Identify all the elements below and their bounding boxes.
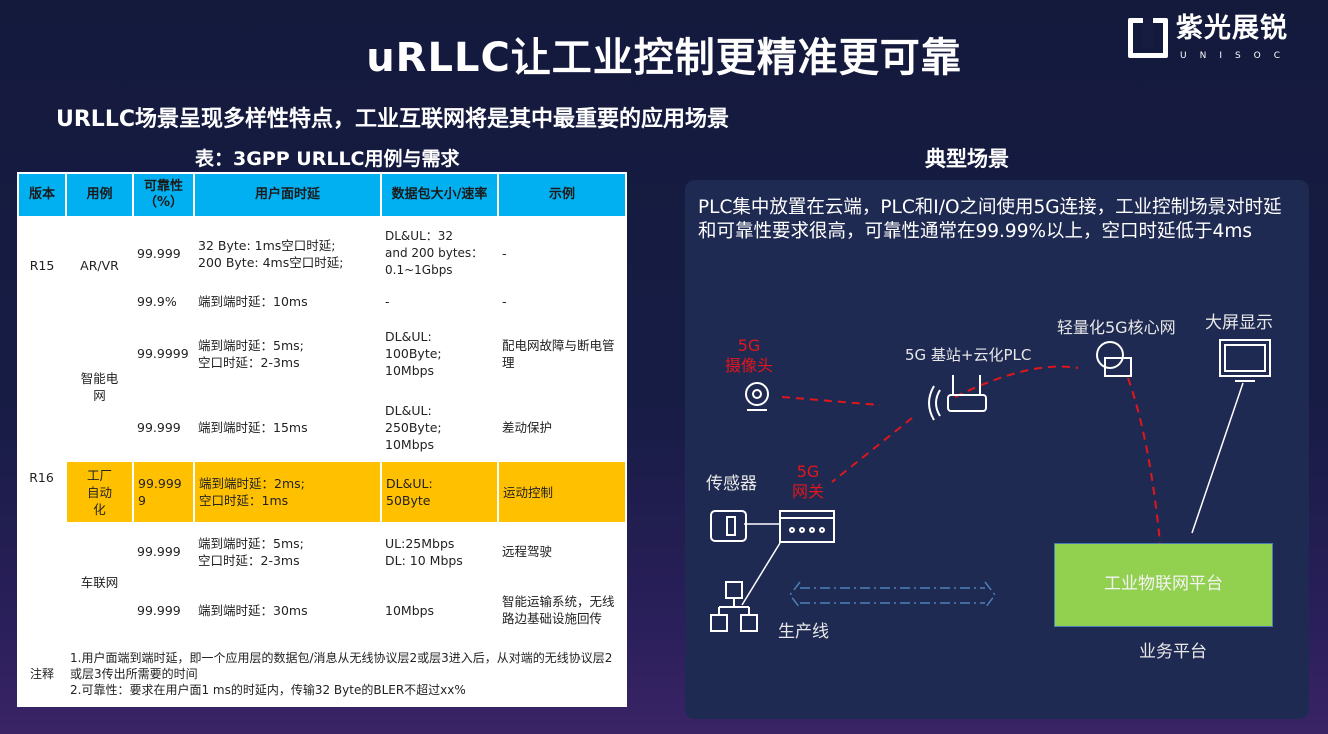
use-case-cell: 车联网 <box>80 575 119 590</box>
display-icon <box>1219 339 1271 382</box>
latency-cell: 32 Byte: 1ms空口时延; 200 Byte: 4ms空口时延; <box>198 237 344 270</box>
gateway-label: 5G 网关 <box>792 462 825 501</box>
reliability-cell: 99.9999 <box>132 460 195 524</box>
logo-text-en: UNISOC <box>1180 51 1294 61</box>
use-case-cell: 智能电网 <box>80 370 119 403</box>
sensor-label: 传感器 <box>706 474 757 494</box>
reliability-cell: 99.9% <box>137 293 177 309</box>
latency-cell: 端到端时延：5ms; 空口时延：2-3ms <box>198 535 304 568</box>
gateway-icon <box>779 510 835 543</box>
reliability-cell: 99.999 <box>137 602 181 618</box>
latency-cell: 端到端时延：30ms <box>198 602 308 618</box>
business-platform-label: 业务平台 <box>1139 642 1207 662</box>
camera-label: 5G 摄像头 <box>725 336 774 375</box>
table-row-highlighted: 工厂自动化 99.9999 端到端时延：2ms; 空口时延：1ms DL&UL:… <box>18 460 627 524</box>
table-row: 车联网 99.999 端到端时延：5ms; 空口时延：2-3ms UL:25Mb… <box>18 523 626 591</box>
notes-cell: 1.用户面端到端时延，即一个应用层的数据包/消息从无线协议层2或层3进入后，从对… <box>66 641 626 707</box>
bidirectional-arrow <box>789 581 996 609</box>
core-platform-link <box>1127 377 1161 544</box>
example-cell: - <box>502 293 507 309</box>
core-network-icon <box>1096 341 1132 377</box>
base-station-label: 5G 基站+云化PLC <box>905 346 1032 364</box>
subtitle: URLLC场景呈现多样性特点，工业互联网将是其中最重要的应用场景 <box>56 107 729 132</box>
packet-cell: DL&UL: 100Byte; 10Mbps <box>385 329 442 378</box>
table-row: 99.999 端到端时延：30ms 10Mbps 智能运输系统，无线路边基础设施… <box>18 579 626 641</box>
use-case-cell: 工厂自动化 <box>65 460 134 524</box>
table-row: R16 智能电网 99.9999 端到端时延：5ms; 空口时延：2-3ms D… <box>18 313 626 485</box>
packet-cell: UL:25Mbps DL: 10 Mbps <box>385 535 463 568</box>
sensor-icon <box>710 510 747 542</box>
table-row: 99.999 端到端时延：15ms DL&UL: 250Byte; 10Mbps… <box>18 394 626 461</box>
packet-cell: DL&UL: 250Byte; 10Mbps <box>385 402 442 452</box>
latency-cell: 端到端时延：10ms <box>198 293 308 309</box>
notes-label: 注释 <box>30 667 55 681</box>
scene-panel <box>685 180 1309 719</box>
table-row: R15 AR/VR 99.999 32 Byte: 1ms空口时延; 200 B… <box>18 217 626 289</box>
note-2: 2.可靠性：要求在用户面1 ms的时延内，传输32 Byte的BLER不超过xx… <box>70 683 466 697</box>
header-latency: 用户面时延 <box>193 172 382 218</box>
example-cell: 智能运输系统，无线路边基础设施回传 <box>502 594 615 626</box>
base-station-icon <box>928 375 987 421</box>
packet-cell: 10Mbps <box>385 602 435 618</box>
example-cell: 运动控制 <box>497 460 627 524</box>
header-reliability: 可靠性（%） <box>132 172 195 218</box>
packet-cell: DL&UL：32 and 200 bytes： 0.1~1Gbps <box>385 229 484 277</box>
core-network-label: 轻量化5G核心网 <box>1057 318 1176 337</box>
page-title: uRLLC让工业控制更精准更可靠 <box>366 35 962 81</box>
table-caption: 表：3GPP URLLC用例与需求 <box>195 148 460 170</box>
scene-description: PLC集中放置在云端，PLC和I/O之间使用5G连接，工业控制场景对时延和可靠性… <box>698 197 1282 242</box>
header-packet: 数据包大小/速率 <box>380 172 499 218</box>
version-cell: R15 <box>29 258 55 273</box>
example-cell: - <box>502 246 507 261</box>
latency-cell: 端到端时延：2ms; 空口时延：1ms <box>193 460 382 524</box>
scene-title: 典型场景 <box>925 147 1009 171</box>
unisoc-logo: 紫光展锐 UNISOC <box>1128 14 1308 64</box>
example-cell: 差动保护 <box>502 419 553 435</box>
reliability-cell: 99.9999 <box>137 346 189 361</box>
display-label: 大屏显示 <box>1205 313 1273 333</box>
table-row: 99.9% 端到端时延：10ms - - <box>18 289 626 313</box>
display-link <box>1191 382 1244 534</box>
logo-mark-icon <box>1128 18 1168 58</box>
use-case-cell: AR/VR <box>80 258 119 273</box>
latency-cell: 端到端时延：5ms; 空口时延：2-3ms <box>198 337 304 370</box>
iot-platform-box: 工业物联网平台 <box>1054 543 1273 627</box>
header-example: 示例 <box>497 172 627 218</box>
reliability-cell: 99.999 <box>137 419 181 435</box>
reliability-cell: 99.999 <box>137 246 181 261</box>
latency-cell: 端到端时延：15ms <box>198 419 308 435</box>
line-link <box>741 542 781 606</box>
reliability-cell: 99.999 <box>137 544 181 559</box>
header-use-case: 用例 <box>65 172 134 218</box>
example-cell: 配电网故障与断电管理 <box>502 337 615 370</box>
header-version: 版本 <box>17 172 67 218</box>
production-line-label: 生产线 <box>778 622 829 642</box>
camera-link <box>781 396 881 406</box>
logo-text-cn: 紫光展锐 <box>1176 13 1288 44</box>
urllc-table: 版本 用例 可靠性（%） 用户面时延 数据包大小/速率 示例 R15 AR/VR… <box>17 172 627 707</box>
notes-row: 注释 1.用户面端到端时延，即一个应用层的数据包/消息从无线协议层2或层3进入后… <box>18 641 626 707</box>
example-cell: 远程驾驶 <box>502 544 553 559</box>
production-line-icon <box>710 581 758 632</box>
core-link <box>954 365 1079 398</box>
packet-cell: DL&UL: 50Byte <box>380 460 499 524</box>
packet-cell: - <box>385 293 390 309</box>
note-1: 1.用户面端到端时延，即一个应用层的数据包/消息从无线协议层2或层3进入后，从对… <box>70 651 613 681</box>
gateway-link <box>831 417 913 483</box>
version-cell: R16 <box>29 469 54 485</box>
camera-icon <box>745 382 769 411</box>
